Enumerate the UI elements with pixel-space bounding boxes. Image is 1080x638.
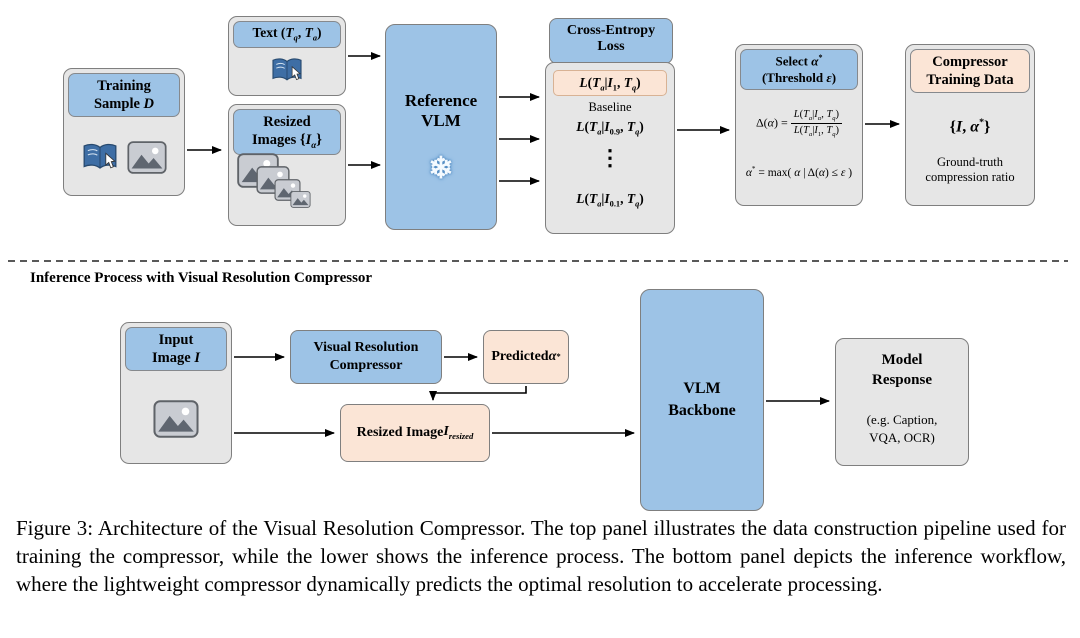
arrow-predicted-to-resized	[429, 386, 527, 401]
delta-equation: Δ(α) = L(Ta|Iα, Tq) L(Ta|I1, Tq)	[736, 109, 862, 138]
figure-caption: Figure 3: Architecture of the Visual Res…	[16, 516, 1066, 596]
photo-icon	[290, 191, 311, 208]
loss-baseline-row: L(Ta|I1, Tq)	[553, 70, 667, 96]
vertical-ellipsis: ⋮	[599, 145, 621, 170]
book-reader-icon	[81, 141, 119, 173]
training-pair-value: {I, α*}	[949, 117, 991, 136]
fraction-denominator: L(Ta|I1, Tq)	[793, 125, 839, 139]
delta-fraction: L(Ta|Iα, Tq) L(Ta|I1, Tq)	[790, 109, 843, 139]
ground-truth-note: Ground-truth compression ratio	[925, 155, 1015, 184]
text-box-icons	[229, 47, 345, 93]
input-image-icons	[121, 381, 231, 457]
text-box: Text (Tq, Ta)	[228, 16, 346, 96]
inference-section-label: Inference Process with Visual Resolution…	[30, 270, 373, 286]
photo-icon	[153, 400, 199, 438]
text-box-title: Text (Tq, Ta)	[233, 21, 341, 49]
baseline-label: Baseline	[588, 100, 632, 114]
fraction-numerator: L(Ta|Iα, Tq)	[790, 109, 843, 125]
select-alpha-title: Select α*(Threshold ε)	[740, 49, 858, 90]
delta-lhs: Δ(α) =	[755, 115, 788, 130]
cross-entropy-body: L(Ta|I1, Tq) Baseline L(Ta|I0.9, Tq) ⋮ L…	[545, 62, 675, 234]
loss-0-1-row: L(Ta|I0.1, Tq)	[576, 191, 644, 209]
book-reader-icon	[270, 56, 304, 84]
loss-0-9-row: L(Ta|I0.9, Tq)	[576, 119, 644, 137]
resized-images-cascade	[229, 153, 345, 223]
select-alpha-box: Select α*(Threshold ε) Δ(α) = L(Ta|Iα, T…	[735, 44, 863, 206]
snowflake-icon: ❄	[428, 152, 454, 185]
training-sample-icons	[64, 127, 184, 187]
alpha-star-rule: α* = max( α | Δ(α) ≤ ε )	[745, 165, 853, 179]
model-response-examples: (e.g. Caption,VQA, OCR)	[866, 412, 938, 445]
photo-icon	[127, 141, 167, 174]
